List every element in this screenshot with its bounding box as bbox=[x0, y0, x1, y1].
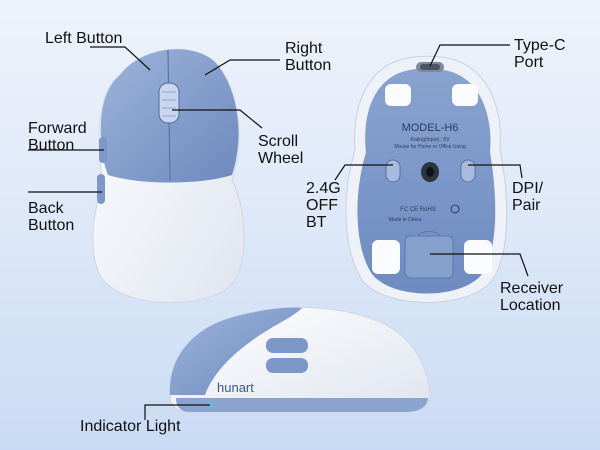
receiver-location-label: Receiver Location bbox=[500, 280, 564, 314]
left-button-label: Left Button bbox=[45, 30, 123, 47]
model-text: MODEL-H6 bbox=[402, 122, 459, 134]
side-back-button bbox=[266, 358, 308, 373]
top-view-mouse bbox=[92, 48, 245, 304]
skate-top-left bbox=[385, 84, 411, 106]
certs-text: FC CE RoHS bbox=[400, 207, 436, 213]
dpi-pair-shape bbox=[460, 159, 476, 183]
back-button-label: Back Button bbox=[28, 200, 75, 234]
bottom-view-mouse: MODEL-H6 Rating(Input) : 5V Mouse for Ho… bbox=[345, 55, 508, 303]
back-button-shape bbox=[97, 174, 105, 204]
leader-right-button bbox=[204, 59, 280, 76]
leader-mode-switch bbox=[334, 164, 393, 181]
leader-lines bbox=[28, 44, 529, 420]
rating-text: Rating(Input) : 5V bbox=[410, 137, 450, 143]
mode-switch-shape bbox=[385, 159, 401, 183]
forward-button-label: Forward Button bbox=[28, 120, 87, 154]
right-button-label: Right Button bbox=[285, 40, 332, 74]
scroll-wheel-label: Scroll Wheel bbox=[258, 133, 304, 167]
skate-bottom-left bbox=[372, 240, 400, 274]
usage-text: Mouse for Home or Office Using bbox=[394, 144, 466, 150]
leader-scroll-wheel bbox=[172, 109, 263, 129]
scroll-wheel-shape bbox=[158, 82, 180, 124]
leader-receiver bbox=[430, 253, 529, 277]
leader-dpi-pair bbox=[468, 164, 523, 179]
recycle-icon bbox=[450, 204, 460, 214]
type-c-port-label: Type-C Port bbox=[514, 37, 566, 71]
receiver-compartment bbox=[404, 235, 454, 279]
side-forward-button bbox=[266, 338, 308, 353]
side-view-blue-base bbox=[176, 398, 428, 412]
leader-type-c bbox=[429, 44, 510, 67]
made-in-text: Made in China bbox=[389, 217, 421, 223]
indicator-light-label: Indicator Light bbox=[80, 418, 181, 435]
skate-top-right bbox=[452, 84, 478, 106]
leader-indicator bbox=[144, 404, 210, 420]
leader-left-button bbox=[90, 46, 151, 71]
mode-switch-label: 2.4G OFF BT bbox=[306, 180, 341, 231]
side-view-mouse: hunart bbox=[169, 306, 431, 413]
brand-logo: hunart bbox=[217, 380, 254, 395]
side-view-blue-top bbox=[169, 307, 302, 395]
dpi-pair-label: DPI/ Pair bbox=[512, 180, 544, 214]
skate-bottom-right bbox=[464, 240, 492, 274]
